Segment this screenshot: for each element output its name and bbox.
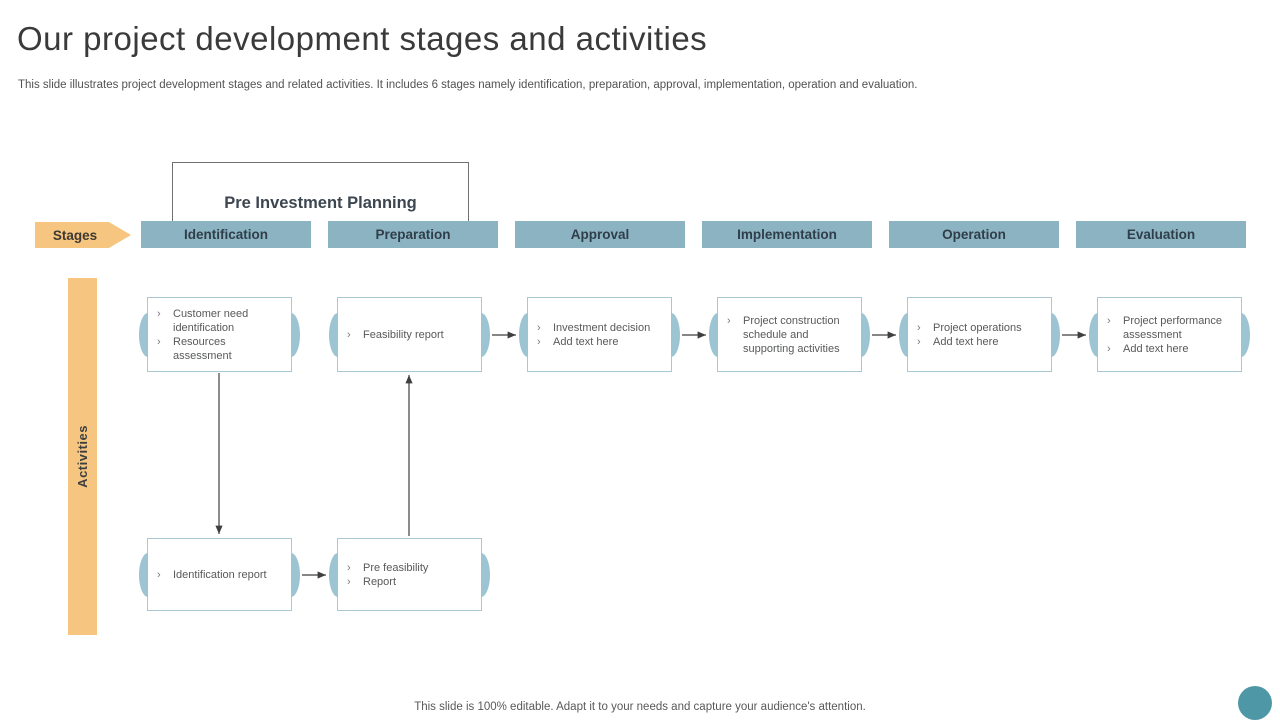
stage-header-implementation[interactable]: Implementation <box>702 221 872 248</box>
chevron-bullet-icon: › <box>157 335 161 348</box>
left-cap-shape <box>329 312 338 357</box>
left-cap-shape <box>899 312 908 357</box>
activity-box-implementation[interactable]: › Project construction schedule and suppo… <box>709 297 870 372</box>
bullet-list: › Identification report <box>148 564 291 586</box>
stages-arrow[interactable]: Stages <box>35 222 131 248</box>
stage-header-identification[interactable]: Identification <box>141 221 311 248</box>
stage-headers-row: Identification Preparation Approval Impleme… <box>141 221 1246 248</box>
bullet-list: › Project operations › Add text here <box>908 317 1051 353</box>
activity-box-identification[interactable]: › Customer need identification › Resources … <box>139 297 300 372</box>
bullet-text: Customer need identification <box>173 307 249 334</box>
activity-box-approval[interactable]: › Investment decision › Add text here <box>519 297 680 372</box>
right-cap-shape <box>1051 312 1060 357</box>
left-cap-shape <box>139 312 148 357</box>
chevron-bullet-icon: › <box>537 335 541 348</box>
bullet-text: Resources assessment <box>173 335 232 362</box>
chevron-bullet-icon: › <box>917 335 921 348</box>
right-cap-shape <box>481 552 490 597</box>
chevron-bullet-icon: › <box>347 575 351 588</box>
bullet-item: › Feasibility report <box>347 328 475 342</box>
bullet-text: Add text here <box>1123 342 1189 355</box>
bullet-item: › Resources assessment <box>157 335 285 363</box>
bullet-list: › Investment decision › Add text here <box>528 317 671 353</box>
bullet-text: Add text here <box>933 335 999 348</box>
chevron-bullet-icon: › <box>157 568 161 581</box>
bullet-text: Project performance assessment <box>1123 314 1223 341</box>
activity-row: › Customer need identification › Resources … <box>139 297 1250 372</box>
activity-box-evaluation[interactable]: › Project performance assessment › Add text… <box>1089 297 1250 372</box>
bullet-list: › Customer need identification › Resources … <box>148 303 291 367</box>
left-cap-shape <box>709 312 718 357</box>
left-cap-shape <box>519 312 528 357</box>
chevron-bullet-icon: › <box>1107 314 1111 327</box>
bullet-item: › Add text here <box>537 335 665 349</box>
bullet-item: › Add text here <box>917 335 1045 349</box>
right-cap-shape <box>291 312 300 357</box>
bullet-list: › Project performance assessment › Add text… <box>1098 310 1241 360</box>
bullet-text: Pre feasibility <box>363 561 429 574</box>
bullet-item: › Add text here <box>1107 342 1235 356</box>
page-title: Our project development stages and activ… <box>17 20 708 57</box>
chevron-bullet-icon: › <box>727 314 731 327</box>
report-box-identification[interactable]: › Identification report <box>139 538 300 611</box>
right-cap-shape <box>861 312 870 357</box>
pre-investment-planning-box[interactable]: Pre Investment Planning <box>172 162 469 221</box>
bullet-list: › Feasibility report <box>338 324 481 346</box>
right-cap-shape <box>671 312 680 357</box>
bullet-item: › Project performance assessment <box>1107 314 1235 342</box>
chevron-bullet-icon: › <box>157 307 161 320</box>
stage-header-operation[interactable]: Operation <box>889 221 1059 248</box>
bullet-list: › Pre feasibility › Report <box>338 557 481 593</box>
bullet-list: › Project construction schedule and suppo… <box>718 310 861 360</box>
bullet-item: › Investment decision <box>537 321 665 335</box>
bullet-text: Feasibility report <box>363 328 444 341</box>
activities-label: Activities <box>75 425 90 488</box>
stage-header-preparation[interactable]: Preparation <box>328 221 498 248</box>
footer-note: This slide is 100% editable. Adapt it to… <box>414 701 866 713</box>
bullet-text: Project operations <box>933 321 1022 334</box>
stage-header-evaluation[interactable]: Evaluation <box>1076 221 1246 248</box>
report-box-preparation[interactable]: › Pre feasibility › Report <box>329 538 490 611</box>
right-cap-shape <box>291 552 300 597</box>
stages-label: Stages <box>52 227 98 243</box>
bullet-text: Report <box>363 575 397 588</box>
chevron-bullet-icon: › <box>347 328 351 341</box>
activity-box-preparation[interactable]: › Feasibility report <box>329 297 490 372</box>
page-subtitle: This slide illustrates project developme… <box>18 79 918 91</box>
chevron-bullet-icon: › <box>1107 342 1111 355</box>
pre-investment-planning-label: Pre Investment Planning <box>224 194 417 212</box>
chevron-bullet-icon: › <box>347 561 351 574</box>
chevron-bullet-icon: › <box>537 321 541 334</box>
left-cap-shape <box>1089 312 1098 357</box>
bullet-text: Investment decision <box>553 321 651 334</box>
right-cap-shape <box>481 312 490 357</box>
corner-dot <box>1238 686 1272 720</box>
activity-box-operation[interactable]: › Project operations › Add text here <box>899 297 1060 372</box>
bullet-item: › Report <box>347 575 475 589</box>
report-row: › Identification report › Pre feasibility › R… <box>139 538 490 611</box>
bullet-text: Project construction schedule and suppor… <box>743 314 840 355</box>
bullet-item: › Identification report <box>157 568 285 582</box>
stage-header-approval[interactable]: Approval <box>515 221 685 248</box>
bullet-text: Add text here <box>553 335 619 348</box>
bullet-item: › Project operations <box>917 321 1045 335</box>
right-cap-shape <box>1241 312 1250 357</box>
bullet-item: › Project construction schedule and suppo… <box>727 314 855 356</box>
chevron-bullet-icon: › <box>917 321 921 334</box>
left-cap-shape <box>139 552 148 597</box>
bullet-item: › Customer need identification <box>157 307 285 335</box>
left-cap-shape <box>329 552 338 597</box>
bullet-text: Identification report <box>173 568 267 581</box>
bullet-item: › Pre feasibility <box>347 561 475 575</box>
activities-bar[interactable]: Activities <box>68 278 97 635</box>
